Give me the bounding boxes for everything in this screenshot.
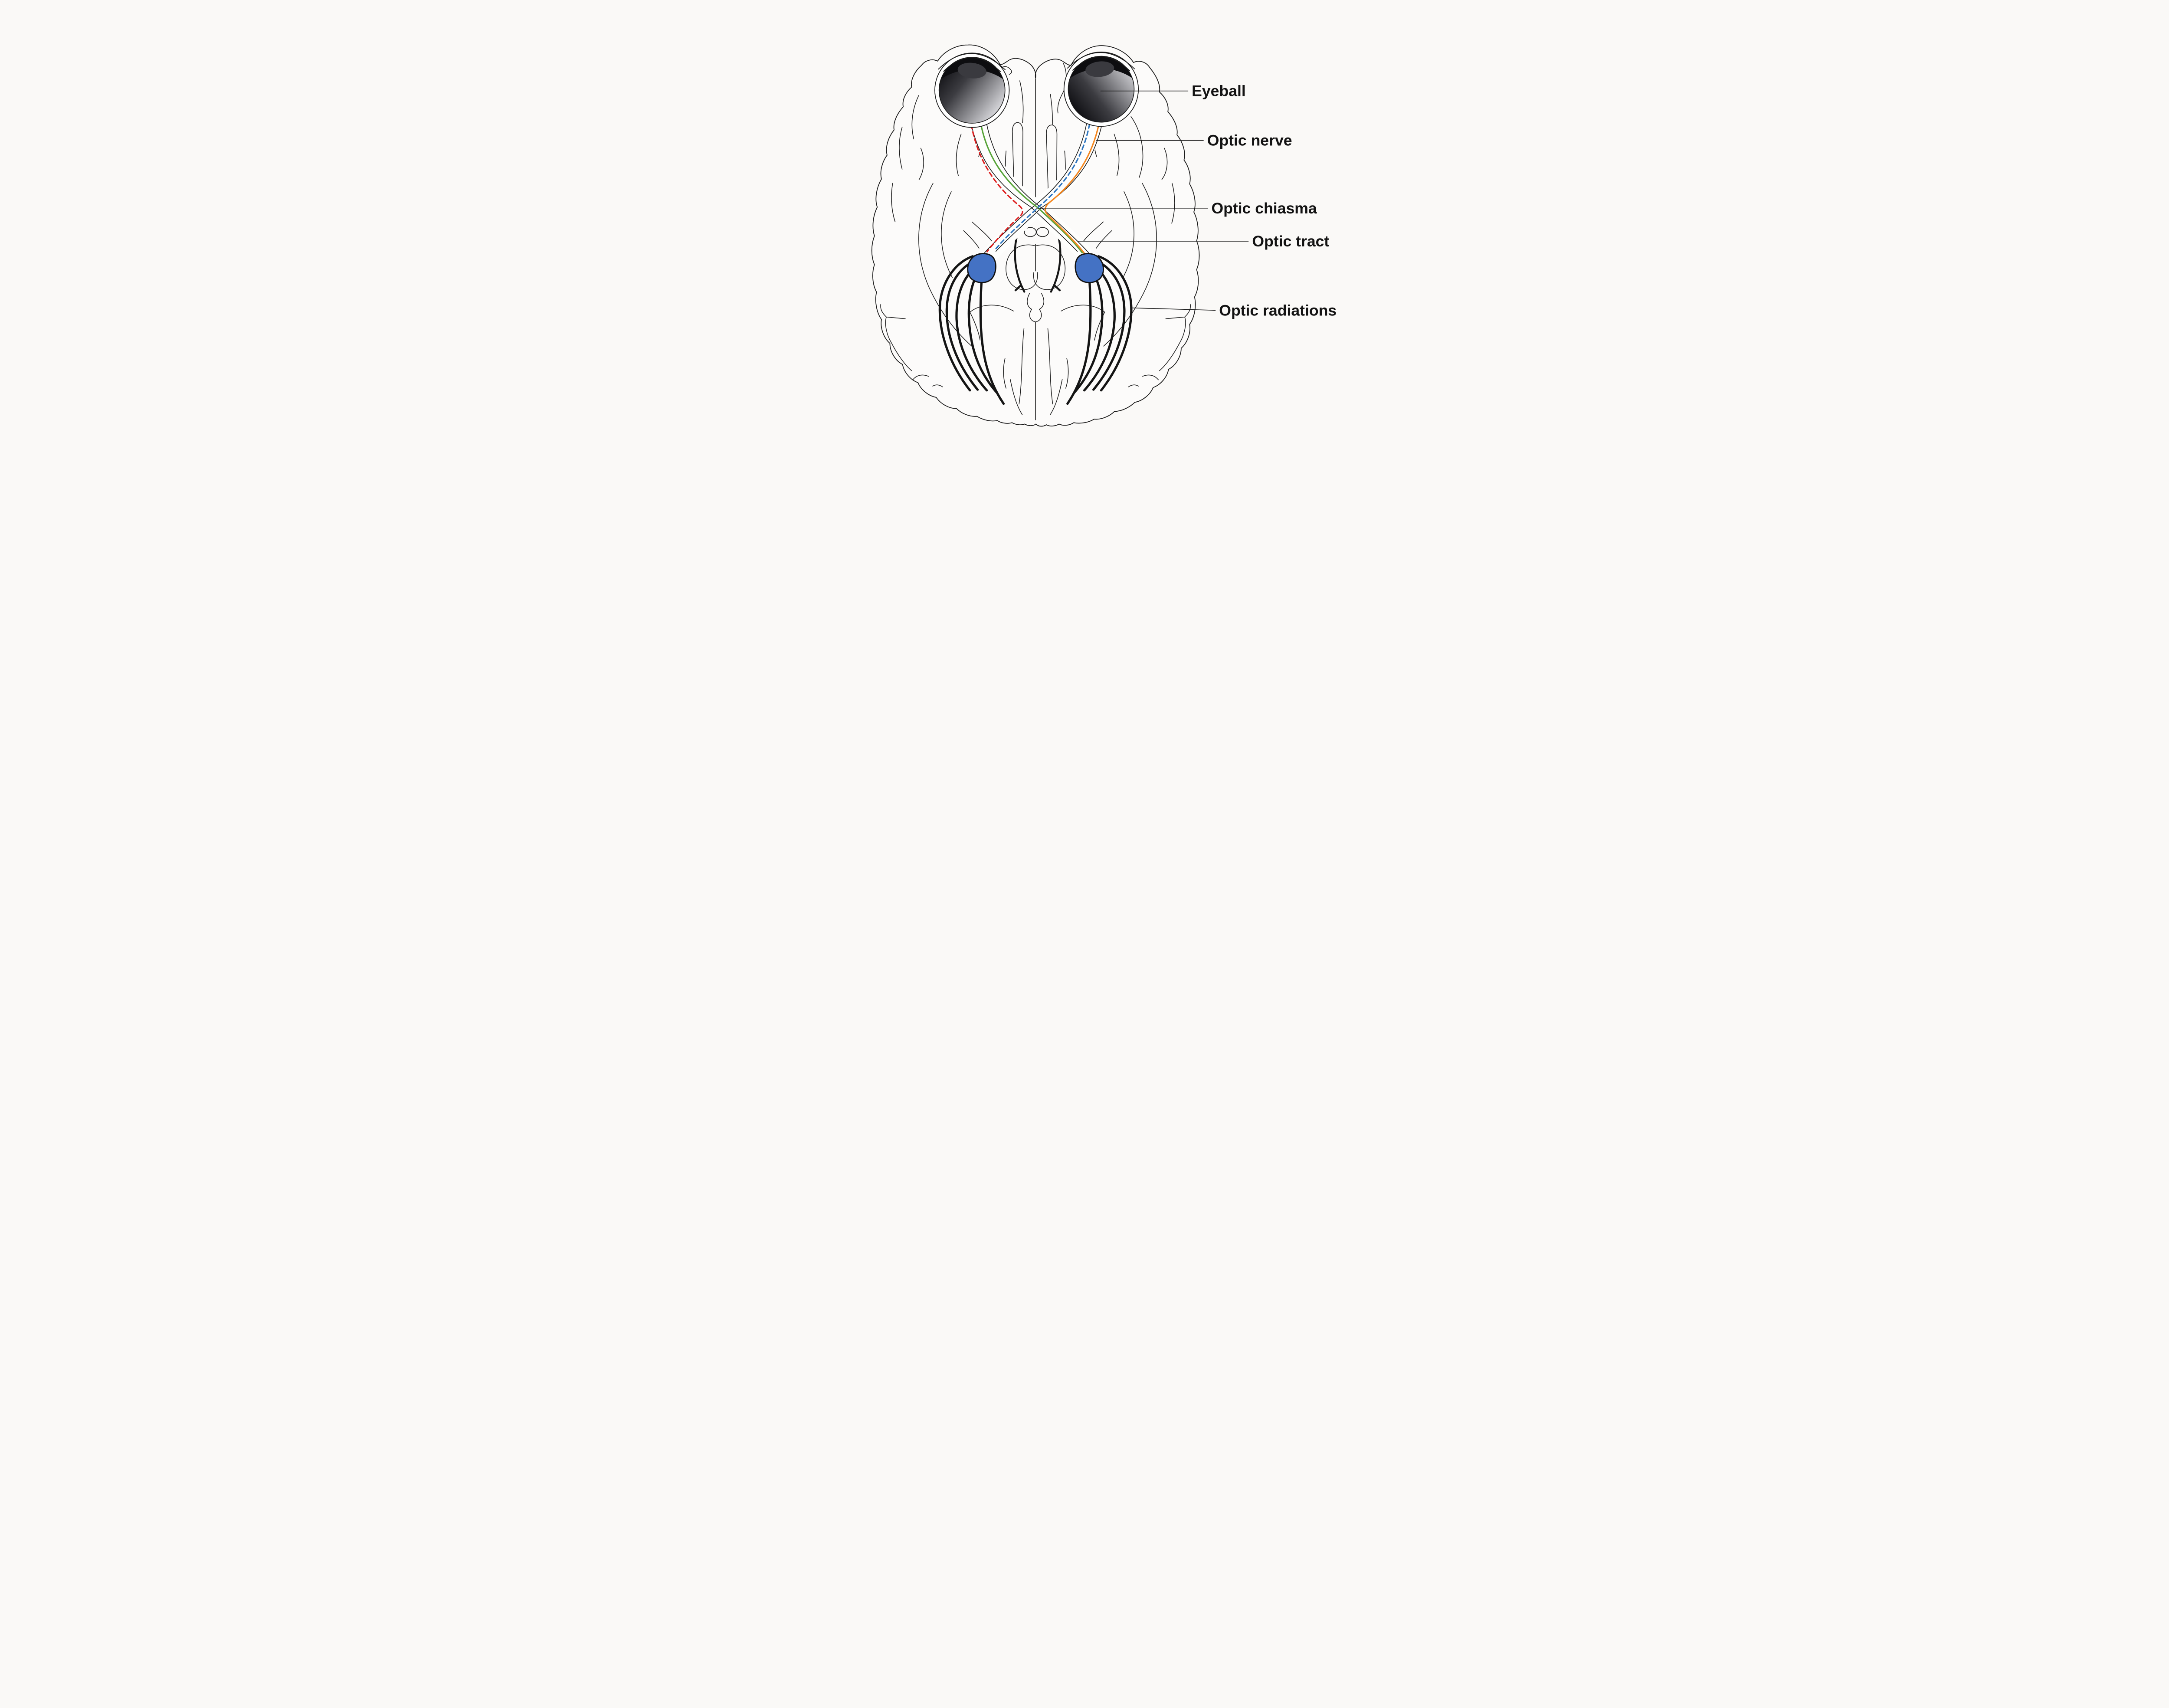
leader-lines: [1035, 90, 1249, 311]
bottom-wiggle-left: [912, 374, 943, 387]
orbital-sulcus-left-lat: [956, 134, 962, 176]
optic-radiations-left: [938, 255, 1005, 405]
frontal-sulcus-left-2: [899, 127, 903, 170]
cornea-left: [938, 53, 1006, 72]
mammillary-body-right: [1036, 227, 1049, 237]
cornea-right: [1067, 52, 1135, 71]
radiation-curve: [1097, 255, 1133, 392]
channel-edge-b1: [995, 121, 1103, 252]
frontal-sulcus-left-hook: [918, 148, 924, 180]
lateral-geniculate-nucleus-left: [967, 253, 996, 283]
radiation-curve: [945, 261, 979, 391]
fiber-orange-right-eye-uncrossed: [1044, 122, 1100, 254]
bottom-wiggle-right: [1128, 374, 1159, 387]
label-optic-radiations: Optic radiations: [1219, 302, 1337, 319]
temporal-sulcus-left-outer: [918, 183, 972, 347]
brainstem-waist: [1027, 293, 1045, 322]
fiber-blue-right-eye-crossing: [993, 123, 1091, 252]
lateral-sulcus-right: [1171, 183, 1175, 224]
insular-line-right-1: [1082, 221, 1104, 243]
eye-globe-right: [1068, 56, 1135, 123]
temporal-sulcus-left-inner: [941, 191, 953, 278]
label-eyeball: Eyeball: [1192, 82, 1246, 100]
occipitotemporal-branch-right: [1159, 304, 1191, 371]
label-optic-chiasma: Optic chiasma: [1211, 200, 1317, 217]
frontal-sulcus-left-1: [911, 95, 919, 140]
occipital-sulcus-left-1: [1019, 328, 1025, 405]
occipitotemporal-branch-left: [880, 304, 912, 371]
label-optic-tract: Optic tract: [1252, 233, 1329, 250]
eyeball-right: [1063, 51, 1139, 127]
insular-line-left-1: [971, 221, 993, 243]
occipital-sulcus-right-1: [1047, 328, 1053, 405]
orbital-sulcus-right-lat: [1114, 134, 1120, 176]
temporal-sulcus-right-sup: [1130, 116, 1143, 178]
radiation-curve: [967, 273, 999, 394]
frontal-sulcus-right-hook: [1161, 148, 1168, 180]
fiber-red-left-eye-uncrossed: [970, 124, 1023, 252]
insular-line-left-2: [963, 230, 980, 249]
diagram-canvas: Eyeball Optic nerve Optic chiasma Optic …: [813, 0, 1356, 427]
occipital-sulcus-right-2: [1050, 379, 1063, 415]
visual-pathway-diagram: Eyeball Optic nerve Optic chiasma Optic …: [813, 0, 1356, 427]
midbrain-structures: [1006, 227, 1066, 322]
label-optic-nerve: Optic nerve: [1207, 132, 1292, 149]
lateral-geniculate-nucleus-right: [1075, 253, 1104, 283]
labels: Eyeball Optic nerve Optic chiasma Optic …: [1192, 82, 1337, 319]
radiation-curve: [938, 255, 974, 392]
visual-fibers: [970, 122, 1100, 254]
radiation-curve: [1092, 261, 1126, 391]
lens-left: [957, 62, 986, 79]
fiber-green-left-eye-crossing: [980, 123, 1083, 254]
temporal-sulcus-right-inner: [1122, 191, 1134, 278]
radiation-curve: [1066, 275, 1092, 405]
optic-radiations-right: [1066, 255, 1133, 405]
occipital-sulcus-right-3: [1065, 358, 1069, 389]
radiation-curve: [1083, 268, 1116, 392]
peduncle-lobe-right: [1033, 244, 1066, 290]
leader-optic-radiations: [1131, 307, 1216, 311]
eye-globe-left: [938, 57, 1006, 124]
cingulate-sulcus-left: [1019, 80, 1024, 124]
channel-edge-a1: [970, 121, 1078, 252]
parahippocampal-curve-right: [1061, 305, 1105, 341]
radiation-curve: [979, 275, 1005, 405]
eyeball-left: [934, 52, 1010, 128]
temporal-sulcus-right-outer: [1103, 183, 1157, 347]
peduncle-lobe-left: [1006, 244, 1038, 290]
insular-line-right-2: [1096, 230, 1112, 249]
lens-right: [1085, 61, 1114, 77]
radiation-curve: [955, 268, 988, 392]
occipital-sulcus-left-2: [1010, 379, 1023, 415]
cerebral-peduncle-arc-left: [1014, 233, 1026, 293]
occipital-sulcus-left-3: [1003, 358, 1006, 389]
medial-orbital-sulcus-right: [1057, 62, 1067, 114]
radiation-curve: [1072, 273, 1104, 394]
cingulate-sulcus-right: [1050, 94, 1053, 125]
lateral-sulcus-left: [891, 183, 896, 223]
